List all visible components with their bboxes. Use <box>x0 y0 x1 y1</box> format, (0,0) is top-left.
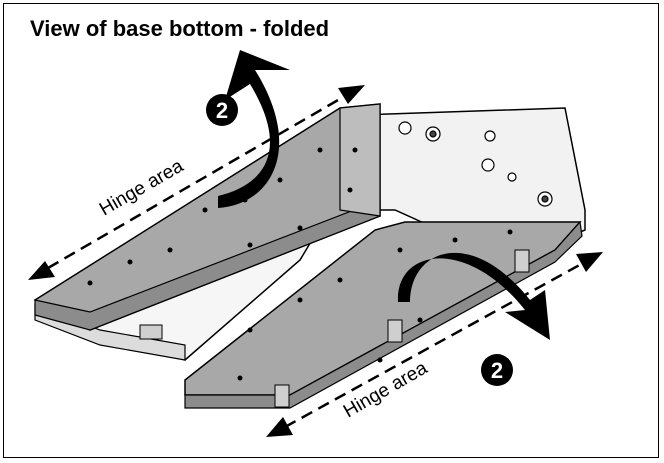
callout-upper-number: 2 <box>216 98 228 123</box>
panel-upper-side <box>339 103 381 217</box>
hinge-axis-lower <box>266 252 603 437</box>
hinge-axis-upper <box>28 85 365 280</box>
hinge-label-upper: Hinge area <box>96 155 187 220</box>
figure-title: View of base bottom - folded <box>30 16 330 41</box>
callout-lower-number: 2 <box>491 358 503 383</box>
rotation-arrow-upper <box>218 50 290 208</box>
rotation-arrow-lower <box>397 252 550 340</box>
panel-lower-bevel <box>184 220 583 409</box>
base-holes <box>398 121 553 207</box>
callout-upper: 2 <box>206 94 238 126</box>
base-edge-left <box>34 304 186 361</box>
callout-lower: 2 <box>481 354 513 386</box>
hinge-blocks <box>139 249 530 408</box>
